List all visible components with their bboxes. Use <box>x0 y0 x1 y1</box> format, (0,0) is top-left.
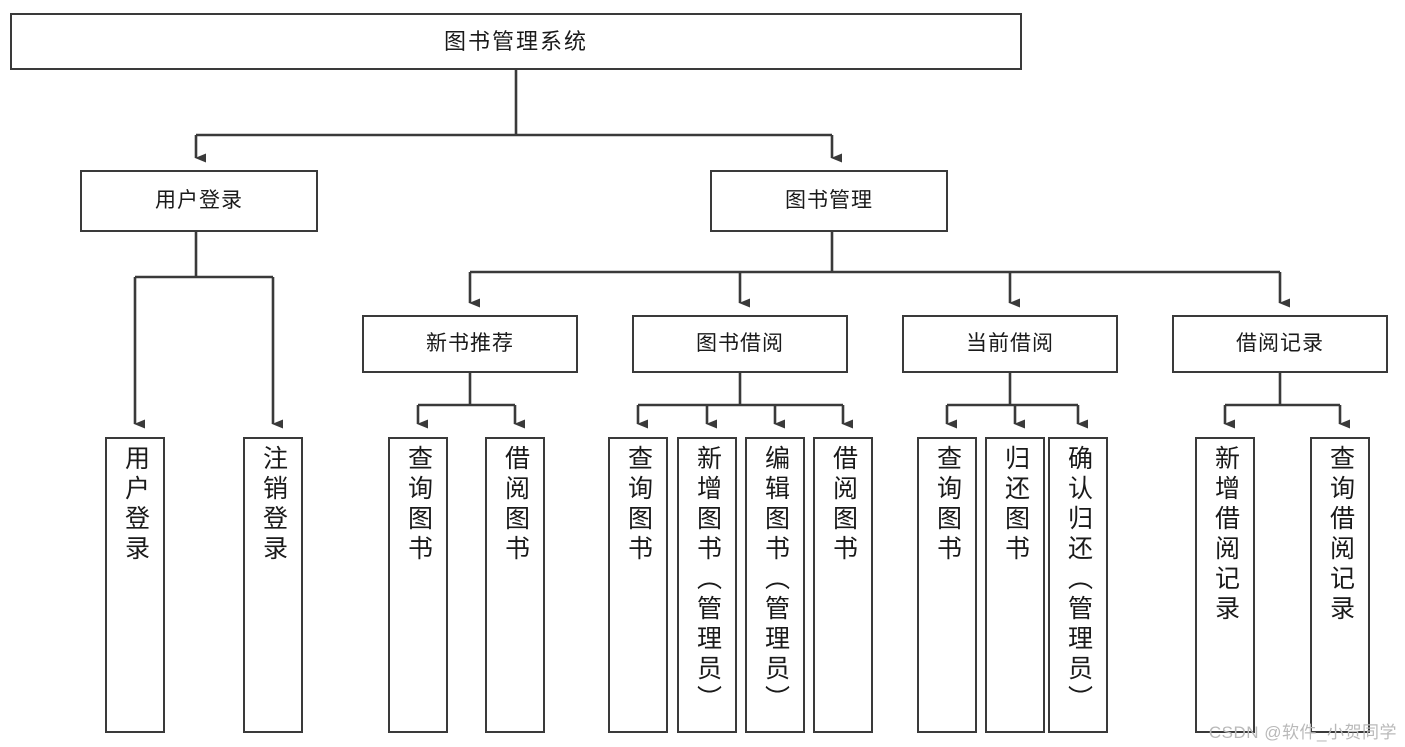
node-current-borrow[interactable]: 当前借阅 <box>902 315 1118 373</box>
node-leaf-return-book[interactable]: 归还图书 <box>985 437 1045 733</box>
node-leaf-confirm-return-admin[interactable]: 确认归还（管理员） <box>1048 437 1108 733</box>
node-borrow-record[interactable]: 借阅记录 <box>1172 315 1388 373</box>
csdn-watermark: CSDN @软件_小贺同学 <box>1208 723 1397 742</box>
node-leaf-newbook-borrow-book[interactable]: 借阅图书 <box>485 437 545 733</box>
node-leaf-user-login[interactable]: 用户登录 <box>105 437 165 733</box>
node-label: 确认归还（管理员） <box>1064 445 1093 715</box>
node-label: 图书管理系统 <box>443 28 588 54</box>
node-leaf-current-query-book[interactable]: 查询图书 <box>917 437 977 733</box>
node-leaf-borrow-query-book[interactable]: 查询图书 <box>608 437 668 733</box>
node-label: 借阅图书 <box>829 445 858 565</box>
node-label: 归还图书 <box>1001 445 1030 565</box>
node-label: 图书借阅 <box>696 331 784 355</box>
node-label: 查询图书 <box>624 445 653 565</box>
node-new-book-recommend[interactable]: 新书推荐 <box>362 315 578 373</box>
node-label: 新增借阅记录 <box>1211 445 1240 625</box>
node-label: 借阅记录 <box>1236 331 1324 355</box>
node-label: 借阅图书 <box>501 445 530 565</box>
node-leaf-newbook-query-book[interactable]: 查询图书 <box>388 437 448 733</box>
node-label: 新增图书（管理员） <box>693 445 722 715</box>
node-label: 用户登录 <box>121 445 150 565</box>
node-label: 查询图书 <box>933 445 962 565</box>
node-label: 编辑图书（管理员） <box>761 445 790 715</box>
node-label: 查询借阅记录 <box>1326 445 1355 625</box>
node-leaf-add-book-admin[interactable]: 新增图书（管理员） <box>677 437 737 733</box>
node-leaf-logout[interactable]: 注销登录 <box>243 437 303 733</box>
node-label: 用户登录 <box>155 188 243 212</box>
node-book-management[interactable]: 图书管理 <box>710 170 948 232</box>
node-root-system[interactable]: 图书管理系统 <box>10 13 1022 70</box>
node-leaf-borrow-book[interactable]: 借阅图书 <box>813 437 873 733</box>
node-leaf-query-borrow-record[interactable]: 查询借阅记录 <box>1310 437 1370 733</box>
node-user-login[interactable]: 用户登录 <box>80 170 318 232</box>
node-label: 当前借阅 <box>966 331 1054 355</box>
node-leaf-edit-book-admin[interactable]: 编辑图书（管理员） <box>745 437 805 733</box>
node-label: 新书推荐 <box>426 331 514 355</box>
node-label: 图书管理 <box>785 188 873 212</box>
node-label: 注销登录 <box>259 445 288 565</box>
node-label: 查询图书 <box>404 445 433 565</box>
node-book-borrow[interactable]: 图书借阅 <box>632 315 848 373</box>
node-leaf-add-borrow-record[interactable]: 新增借阅记录 <box>1195 437 1255 733</box>
